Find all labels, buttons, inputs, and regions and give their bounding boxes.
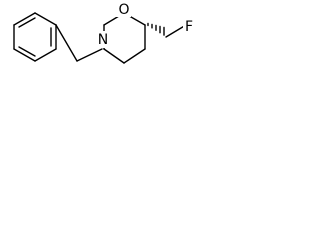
benzene-ring xyxy=(13,12,57,62)
morpholine-bond xyxy=(103,48,125,64)
benzene-bond xyxy=(13,48,36,62)
benzyl-n-bond xyxy=(76,48,103,62)
benzene-bond xyxy=(34,12,57,26)
oxygen-label-bg xyxy=(116,0,131,17)
morpholine-bond xyxy=(123,48,146,64)
benzene-double-bond xyxy=(18,46,36,57)
c-f-bond xyxy=(165,24,187,38)
benzene-bond xyxy=(13,12,36,26)
fluorine-label-bg xyxy=(183,17,196,34)
fluorine-atom-label: F xyxy=(185,19,193,35)
benzylic-bond xyxy=(55,24,78,62)
nitrogen-atom-label: N xyxy=(98,32,108,48)
molecule-structure: N O F xyxy=(13,0,196,64)
benzene-double-bond xyxy=(18,17,36,28)
morpholine-ring xyxy=(103,12,146,64)
oxygen-atom-label: O xyxy=(118,2,129,18)
nitrogen-label-bg xyxy=(96,31,110,48)
benzene-bond xyxy=(34,48,57,62)
hashed-wedge-bond xyxy=(147,22,165,36)
